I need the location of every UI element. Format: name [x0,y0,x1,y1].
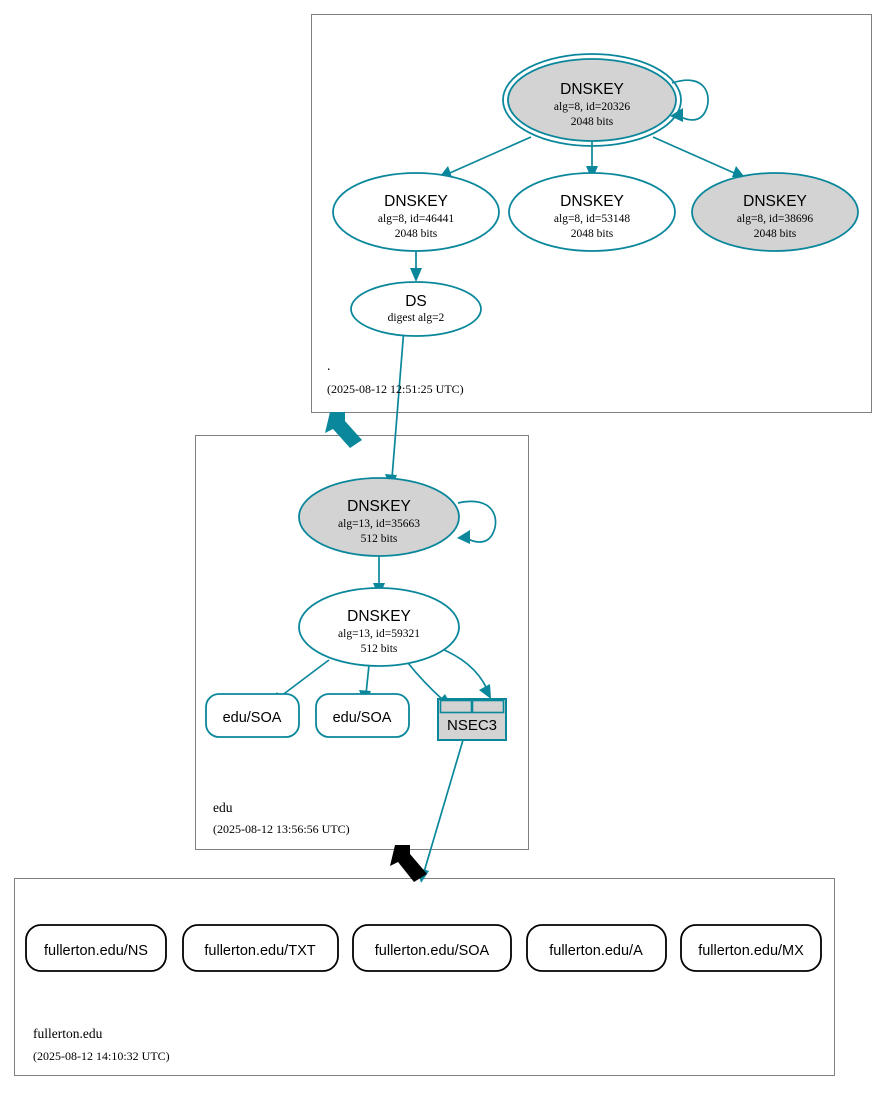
edge-self-signature-edu-ksk [457,500,497,544]
node-title: DNSKEY [743,193,807,210]
node-line2: alg=8, id=20326 [554,101,630,113]
node-title: fullerton.edu/TXT [204,943,315,959]
zone-label-fullerton-edu: fullerton.edu [33,1026,103,1041]
node-line2: digest alg=2 [388,312,445,324]
node-title: DNSKEY [384,193,448,210]
node-title: edu/SOA [333,710,392,726]
node-title: edu/SOA [223,710,282,726]
node-dnskey-edu-ksk-35663[interactable]: DNSKEY alg=13, id=35663 512 bits [298,477,460,557]
node-line3: 512 bits [361,643,398,655]
node-line3: 2048 bits [754,228,797,240]
node-line3: 2048 bits [571,116,614,128]
node-dnskey-root-53148[interactable]: DNSKEY alg=8, id=53148 2048 bits [508,172,676,252]
node-rrset-edu-soa-2[interactable]: edu/SOA [315,693,410,738]
node-line3: 2048 bits [395,228,438,240]
node-rrset-edu-soa-1[interactable]: edu/SOA [205,693,300,738]
node-rrset-fullerton-soa[interactable]: fullerton.edu/SOA [352,924,512,972]
node-dnskey-root-38696[interactable]: DNSKEY alg=8, id=38696 2048 bits [691,172,859,252]
zone-cluster-fullerton-edu [14,878,835,1076]
node-nsec3-edu[interactable]: NSEC3 [437,698,507,741]
node-line2: alg=13, id=59321 [338,628,420,640]
node-title: NSEC3 [447,717,497,734]
node-title: DNSKEY [347,608,411,625]
node-title: fullerton.edu/A [549,943,643,959]
zone-timestamp-edu: (2025-08-12 13:56:56 UTC) [213,822,350,836]
node-title: DNSKEY [560,193,624,210]
node-title: fullerton.edu/SOA [375,943,490,959]
node-rrset-fullerton-mx[interactable]: fullerton.edu/MX [680,924,822,972]
node-dnskey-root-ksk-20326[interactable]: DNSKEY alg=8, id=20326 2048 bits [502,53,682,147]
node-rrset-fullerton-txt[interactable]: fullerton.edu/TXT [182,924,339,972]
node-line2: alg=8, id=53148 [554,213,630,225]
zone-label-edu: edu [213,800,233,815]
delegation-arrow-edu-to-fullerton-edu [390,845,427,882]
node-line3: 512 bits [361,533,398,545]
node-title: DS [405,293,427,310]
node-title: DNSKEY [347,498,411,515]
node-title: DNSKEY [560,81,624,98]
node-line2: alg=8, id=46441 [378,213,454,225]
node-title: fullerton.edu/NS [44,943,148,959]
node-line2: alg=13, id=35663 [338,518,420,530]
zone-label-root: . [327,358,330,373]
node-dnskey-edu-zsk-59321[interactable]: DNSKEY alg=13, id=59321 512 bits [298,587,460,667]
node-rrset-fullerton-ns[interactable]: fullerton.edu/NS [25,924,167,972]
zone-timestamp-fullerton-edu: (2025-08-12 14:10:32 UTC) [33,1049,170,1063]
node-title: fullerton.edu/MX [698,943,804,959]
node-line3: 2048 bits [571,228,614,240]
node-ds-root[interactable]: DS digest alg=2 [350,281,482,337]
node-rrset-fullerton-a[interactable]: fullerton.edu/A [526,924,667,972]
node-line2: alg=8, id=38696 [737,213,813,225]
node-dnskey-root-46441[interactable]: DNSKEY alg=8, id=46441 2048 bits [332,172,500,252]
zone-timestamp-root: (2025-08-12 12:51:25 UTC) [327,382,464,396]
delegation-arrow-root-to-edu [325,412,362,448]
